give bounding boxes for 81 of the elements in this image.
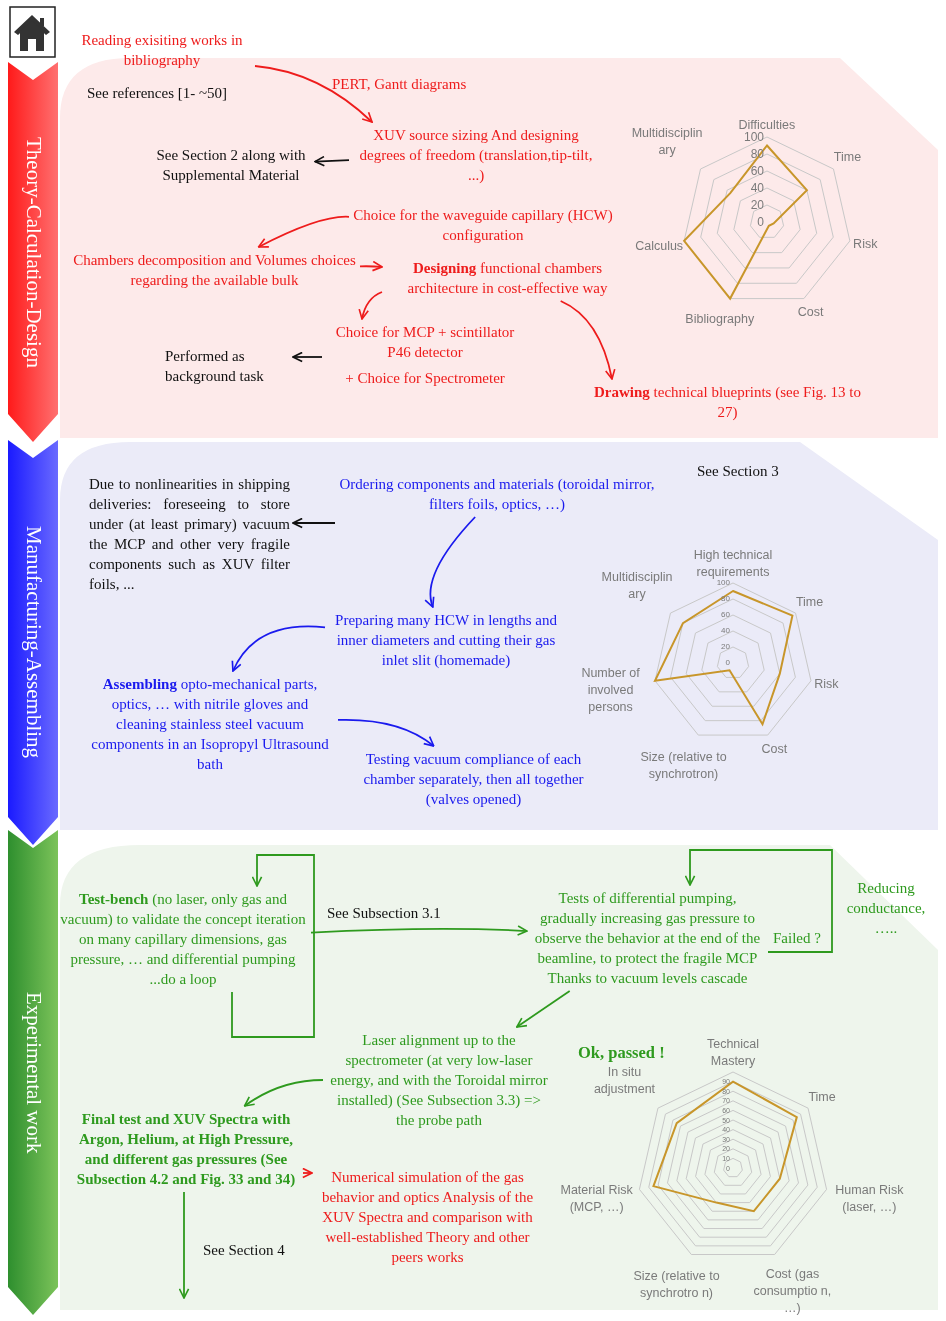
note-text: See Section 2 along with Supplemental Material <box>150 145 312 185</box>
arrow <box>257 215 350 248</box>
step-text: Tests of differential pumping, gradually increasing gas pressure to observe the behavior at the end of the beamline, to protect the fragile MCP Thanks to vacuum levels cascade <box>530 888 765 988</box>
step-text: Test-bench (no laser, only gas and vacuum) to validate the concept iteration on many capillary dimensions, gas pressure, … and differential pumping ...do a loop <box>58 889 308 989</box>
tick-label: 0 <box>756 216 764 228</box>
arrow <box>292 351 323 363</box>
section-band: Experimental work <box>8 830 58 1315</box>
arrow <box>515 990 571 1028</box>
step-text: Ordering components and materials (toroidal mirror, filters foils, optics, …) <box>338 474 656 514</box>
arrow <box>684 849 833 953</box>
arrow <box>424 516 477 608</box>
axis-label: Bibliography <box>685 311 755 329</box>
arrow <box>337 718 435 747</box>
tick-label: 100 <box>742 131 764 143</box>
step-text: Numerical simulation of the gas behavior and optics Analysis of the XUV Spectra and comparison with well-established Theory and other peers works <box>315 1167 540 1267</box>
arrow <box>314 155 350 167</box>
axis-label: Human Risk (laser, …) <box>834 1182 905 1216</box>
tick-label: 40 <box>749 182 764 194</box>
axis-label: Calculus <box>635 238 684 255</box>
tick-label: 20 <box>720 643 730 651</box>
axis-label: High technical requirements <box>692 546 774 580</box>
axis-label: Time <box>795 593 824 611</box>
axis-label: Risk <box>814 675 839 693</box>
note-text: PERT, Gantt diagrams <box>332 75 467 94</box>
edge-label: Ok, passed ! <box>578 1043 665 1063</box>
step-text: XUV source sizing And designing degrees of freedom (translation,tip-tilt, ...) <box>352 125 600 185</box>
note-text: See references [1- ~50] <box>87 84 228 103</box>
arrow <box>310 925 528 936</box>
tick-label: 80 <box>720 595 730 603</box>
axis-label: Cost <box>797 304 824 322</box>
step-text: Final test and XUV Spectra with Argon, Helium, at High Pressure, and different gas pressures (See Subsection 4.2 and Fig. 33 and 34) <box>72 1109 300 1189</box>
axis-label: Size (relative to synchrotro n) <box>632 1268 721 1302</box>
step-text: + Choice for Spectrometer <box>344 369 506 388</box>
edge-label: See Subsection 3.1 <box>327 904 441 923</box>
arrow <box>232 625 326 672</box>
axis-label: Difficulties <box>738 116 796 132</box>
step-text: Laser alignment up to the spectrometer (at very low-laser energy, and with the Toroidal mirror installed) (See Subsection 3.3) => the probe path <box>326 1030 552 1130</box>
step-text: Choice for MCP + scintillator P46 detector <box>334 323 516 362</box>
step-text: Assembling opto-mechanical parts, optics, … with nitrile gloves and cleaning stainless steel vacuum components in an Isopropyl Ultrasound bath <box>85 674 335 774</box>
arrow <box>559 300 616 380</box>
arrow <box>254 65 373 123</box>
note-text: Reducing conductance, ….. <box>845 879 927 938</box>
note-text: See Section 3 <box>697 462 779 481</box>
axis-label: Size (relative to synchrotron) <box>639 748 728 783</box>
edge-label: See Section 4 <box>203 1241 285 1260</box>
axis-label: Risk <box>853 235 878 253</box>
arrow <box>243 1079 324 1107</box>
tick-label: 100 <box>716 579 730 587</box>
arrow <box>358 291 383 320</box>
axis-label: Time <box>808 1088 836 1106</box>
tick-label: 60 <box>720 611 730 619</box>
section-band: Theory-Calculation-Design <box>8 62 58 442</box>
axis-label: Material Risk (MCP, …) <box>559 1182 634 1216</box>
step-text: Drawing technical blueprints (see Fig. 13 to 27) <box>590 382 865 422</box>
axis-label: Multidisciplin ary <box>600 569 674 604</box>
note-text: Due to nonlinearities in shipping deliveries: foreseeing to store under (at least primary) vacuum the MCP and other very fragile components such as XUV filter foils, ... <box>89 474 290 594</box>
edge-label: Failed ? <box>773 929 821 948</box>
step-text: Preparing many HCW in lengths and inner diameters and cutting their gas inlet slit (homemade) <box>328 610 564 670</box>
step-text: Choice for the waveguide capillary (HCW) configuration <box>352 205 614 245</box>
tick-label: 60 <box>749 165 764 177</box>
axis-label: Number of involved persons <box>580 665 641 717</box>
step-text: Reading exisiting works in bibliography <box>72 30 252 70</box>
step-text: Designing functional chambers architecture in cost-effective way <box>385 258 630 298</box>
axis-label: Multidisciplin ary <box>630 125 704 160</box>
tick-label: 0 <box>724 659 730 667</box>
arrow <box>231 854 315 1038</box>
arrow <box>302 1167 313 1179</box>
section-band: Manufacturing-Assembling <box>8 440 58 845</box>
arrow <box>292 517 336 529</box>
arrow <box>359 260 383 272</box>
axis-label: Technical Mastery <box>705 1035 761 1070</box>
tick-label: 20 <box>749 199 764 211</box>
step-text: Testing vacuum compliance of each chamber separately, then all together (valves opened) <box>352 749 595 809</box>
step-text: Chambers decomposition and Volumes choices regarding the available bulk <box>72 250 357 290</box>
axis-label: In situ adjustment <box>592 1064 657 1099</box>
axis-label: Cost <box>761 740 788 758</box>
tick-label: 40 <box>720 627 730 635</box>
axis-label: Time <box>833 149 862 167</box>
axis-label: Cost (gas consumptio n, …) <box>752 1265 833 1317</box>
note-text: Performed as background task <box>165 346 290 386</box>
arrow <box>178 1191 190 1299</box>
